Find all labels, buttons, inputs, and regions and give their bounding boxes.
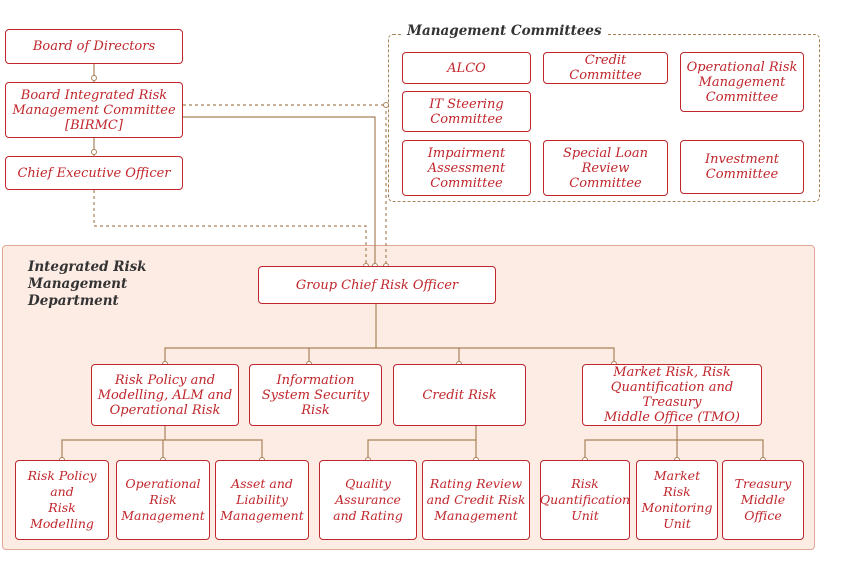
subunit-rating-review-credit-risk: Rating Review and Credit Risk Management: [422, 460, 530, 540]
management-committees-title: Management Committees: [401, 23, 608, 40]
unit-information-system-security: Information System Security Risk: [249, 364, 382, 426]
connector-credit-bus: [367, 439, 477, 460]
unit-credit-risk: Credit Risk: [393, 364, 526, 426]
connector-birmc-gcro: [183, 116, 376, 266]
committee-investment: Investment Committee: [680, 140, 804, 194]
committee-credit: Credit Committee: [543, 52, 668, 84]
connector-unit1-bus: [61, 439, 263, 460]
committee-alco: ALCO: [402, 52, 531, 84]
committee-special-loan-review: Special Loan Review Committee: [543, 140, 668, 196]
group-chief-risk-officer-box: Group Chief Risk Officer: [258, 266, 496, 304]
unit-market-risk-tmo: Market Risk, Risk Quantification and Tre…: [582, 364, 762, 426]
committee-operational-risk: Operational Risk Management Committee: [680, 52, 804, 112]
committee-impairment: Impairment Assessment Committee: [402, 140, 531, 196]
ceo-box: Chief Executive Officer: [5, 156, 183, 190]
subunit-treasury-middle-office: Treasury Middle Office: [722, 460, 804, 540]
board-of-directors-box: Board of Directors: [5, 29, 183, 64]
connector-market-bus: [584, 439, 764, 460]
unit-risk-policy-modelling: Risk Policy and Modelling, ALM and Opera…: [91, 364, 239, 426]
subunit-market-risk-monitoring: Market Risk Monitoring Unit: [636, 460, 718, 540]
connector-units-bus: [164, 347, 615, 364]
subunit-risk-policy-modelling: Risk Policy and Risk Modelling: [15, 460, 109, 540]
department-title: Integrated Risk Management Department: [28, 259, 147, 309]
subunit-operational-risk-management: Operational Risk Management: [116, 460, 210, 540]
subunit-risk-quantification: Risk Quantification Unit: [540, 460, 630, 540]
committee-it-steering: IT Steering Committee: [402, 91, 531, 132]
birmc-box: Board Integrated Risk Management Committ…: [5, 82, 183, 138]
connector-ceo-gcro: [93, 190, 367, 266]
subunit-asset-liability-management: Asset and Liability Management: [215, 460, 309, 540]
subunit-quality-assurance-rating: Quality Assurance and Rating: [319, 460, 417, 540]
